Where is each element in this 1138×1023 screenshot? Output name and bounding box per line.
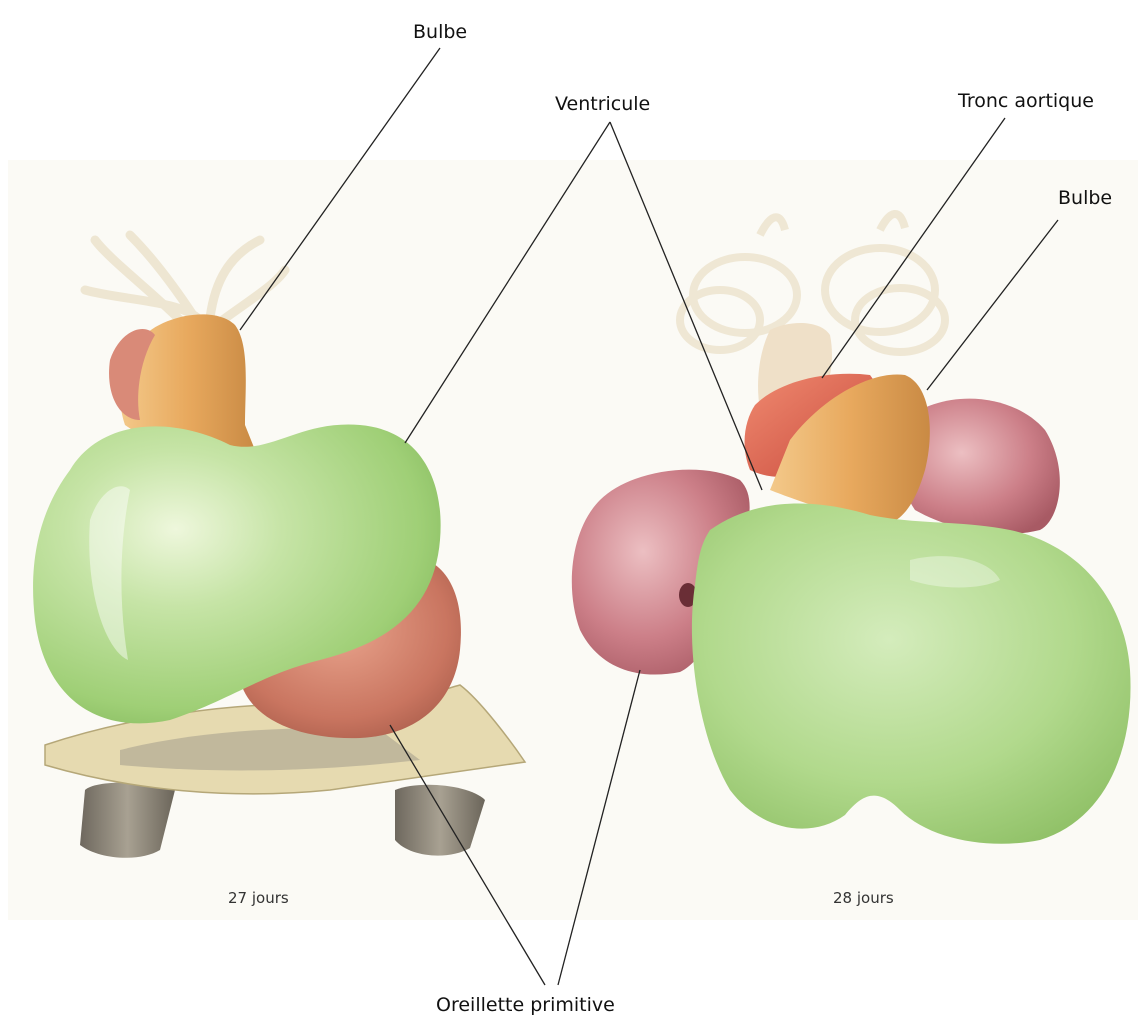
vein-left	[80, 783, 175, 858]
label-bulbe-27: Bulbe	[413, 21, 467, 43]
leader-ventricule-27	[405, 122, 610, 443]
heart-28-days	[572, 214, 1131, 844]
caption-28-jours: 28 jours	[833, 889, 894, 907]
label-oreillette-primitive: Oreillette primitive	[436, 994, 615, 1016]
label-ventricule: Ventricule	[555, 93, 650, 115]
ventricle-28	[692, 504, 1131, 844]
leader-bulbe-27	[240, 48, 440, 330]
heart-27-days	[33, 235, 525, 858]
label-bulbe-28: Bulbe	[1058, 187, 1112, 209]
leader-ventricule-28	[610, 122, 762, 490]
leader-tronc-aortique	[822, 118, 1005, 378]
caption-27-jours: 27 jours	[228, 889, 289, 907]
leader-bulbe-28	[927, 220, 1058, 390]
label-tronc-aortique: Tronc aortique	[958, 90, 1094, 112]
vein-right	[395, 785, 485, 856]
leader-oreillette-28	[558, 670, 640, 985]
